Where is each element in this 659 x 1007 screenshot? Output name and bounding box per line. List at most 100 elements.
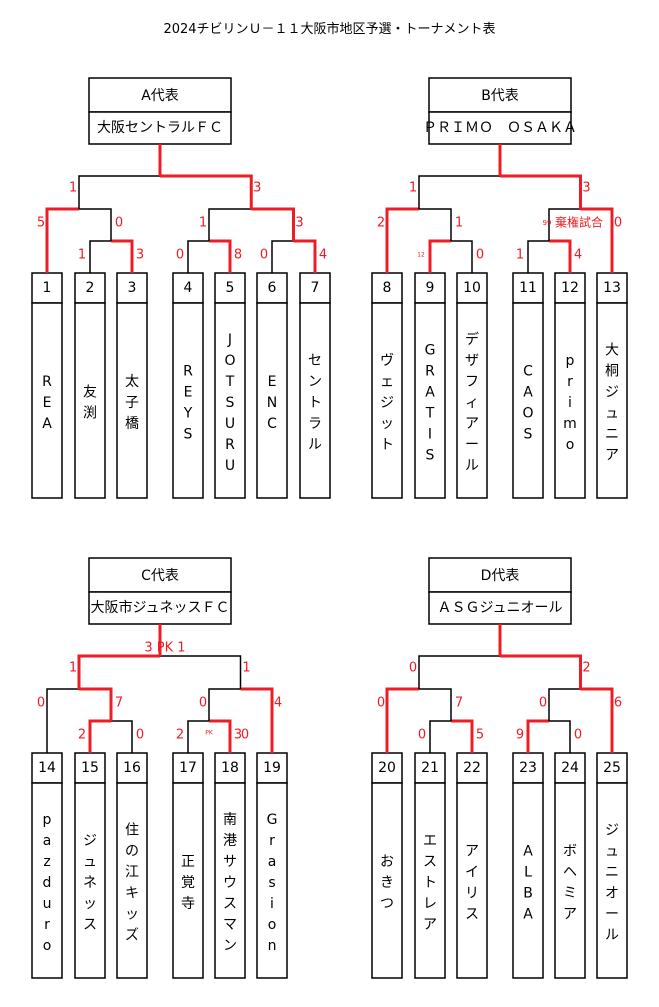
bracket-line xyxy=(78,175,160,209)
representative-label: D代表 xyxy=(481,568,520,584)
team-number-box xyxy=(371,272,403,304)
team-number: 14 xyxy=(38,760,56,776)
team-name: 住の江キッズ xyxy=(125,823,139,944)
bracket-line xyxy=(419,208,452,241)
team-number: 23 xyxy=(519,760,537,776)
team-name-box xyxy=(214,782,246,979)
pk-note: PK xyxy=(205,730,214,737)
bracket-line-winner xyxy=(209,719,232,753)
team-number: 20 xyxy=(378,760,396,776)
score: 0 xyxy=(260,248,268,263)
bracket-line-winner xyxy=(111,239,134,273)
team-name: 友渕 xyxy=(83,385,97,422)
bracket-line-winner xyxy=(251,207,295,241)
team-number: 3 xyxy=(128,280,137,296)
team-number: 12 xyxy=(561,280,579,296)
team-number: 11 xyxy=(519,280,537,296)
score: 2 xyxy=(377,216,385,231)
team-name: おきつ xyxy=(380,854,394,912)
score: 5 xyxy=(476,728,484,743)
team-name: 太子橋 xyxy=(125,374,139,432)
team-number-box xyxy=(596,272,628,304)
bracket-line xyxy=(160,655,242,689)
team-name-box xyxy=(31,782,63,979)
score: 5 xyxy=(37,216,45,231)
team-name-box xyxy=(596,302,628,499)
team-name-box xyxy=(554,302,586,499)
score: 0 xyxy=(539,696,547,711)
bracket-line xyxy=(187,240,209,273)
bracket-line xyxy=(418,655,500,689)
score: 7 xyxy=(115,696,123,711)
team-name-box xyxy=(512,782,544,979)
score: 0 xyxy=(574,728,582,743)
team-name-box xyxy=(371,302,403,499)
team-number: 16 xyxy=(123,760,141,776)
bracket-line-winner xyxy=(580,687,614,753)
score: 8 xyxy=(234,248,242,263)
winner-name: 大阪市ジュネッスＦＣ xyxy=(90,599,229,616)
pk-note: 3 PK 1 xyxy=(144,641,185,656)
score: 3 xyxy=(295,216,303,231)
bracket-line xyxy=(418,175,500,209)
team-name-box xyxy=(116,302,148,499)
team-name-box xyxy=(214,302,246,499)
score: 0 xyxy=(377,696,385,711)
score: 1 xyxy=(199,216,207,231)
team-name: 大桐ジュニア xyxy=(605,343,619,464)
score: 3 xyxy=(253,181,261,196)
representative-label: B代表 xyxy=(481,88,519,104)
team-number: 1 xyxy=(43,280,52,296)
representative-label-box xyxy=(88,557,232,593)
team-number: 24 xyxy=(561,760,579,776)
bracket-line xyxy=(111,720,133,753)
score: 7 xyxy=(455,696,463,711)
score: 1 xyxy=(69,181,77,196)
team-number-box xyxy=(414,272,446,304)
team-name-box xyxy=(414,782,446,979)
bracket-line-winner xyxy=(77,654,160,689)
representative-label-box xyxy=(428,557,572,593)
score: 0 xyxy=(115,216,123,231)
bracket-line-winner xyxy=(45,207,79,273)
team-name: ヴェジット xyxy=(380,352,394,453)
team-number: 9 xyxy=(426,280,435,296)
team-number: 8 xyxy=(383,280,392,296)
bracket-line-winner xyxy=(580,207,614,273)
bracket-line-winner xyxy=(293,239,317,273)
score: 12 xyxy=(417,252,425,259)
bracket-line-winner xyxy=(385,687,419,753)
team-name-box xyxy=(172,302,204,499)
score: 99 xyxy=(543,219,552,227)
score: 3 xyxy=(136,248,144,263)
score: 0 xyxy=(418,728,426,743)
team-name-box xyxy=(74,302,106,499)
team-name: ボヘミア xyxy=(563,844,577,923)
score: 0 xyxy=(136,728,144,743)
team-name-box xyxy=(456,782,488,979)
score: 1 xyxy=(516,248,524,263)
score: 0 xyxy=(37,696,45,711)
team-number-box xyxy=(31,272,63,304)
score: 1 xyxy=(455,216,463,231)
team-name: ジュニオール xyxy=(605,823,619,944)
team-name: デザフィアール xyxy=(465,331,479,474)
team-name-box xyxy=(256,782,288,979)
team-number: 5 xyxy=(226,280,235,296)
team-name-box xyxy=(116,782,148,979)
score: 1 xyxy=(78,248,86,263)
score: 4 xyxy=(274,696,282,711)
team-name-box xyxy=(456,302,488,499)
team-name-box xyxy=(172,782,204,979)
bracket-line xyxy=(89,240,111,273)
bracket-line-winner xyxy=(549,239,572,273)
score: 0 xyxy=(241,728,249,743)
team-number: 2 xyxy=(86,280,95,296)
team-number: 25 xyxy=(603,760,621,776)
bracket-line-winner xyxy=(451,719,474,753)
bracket-line-winner xyxy=(79,687,113,721)
team-name: アイリス xyxy=(465,844,479,923)
team-name-box xyxy=(74,782,106,979)
